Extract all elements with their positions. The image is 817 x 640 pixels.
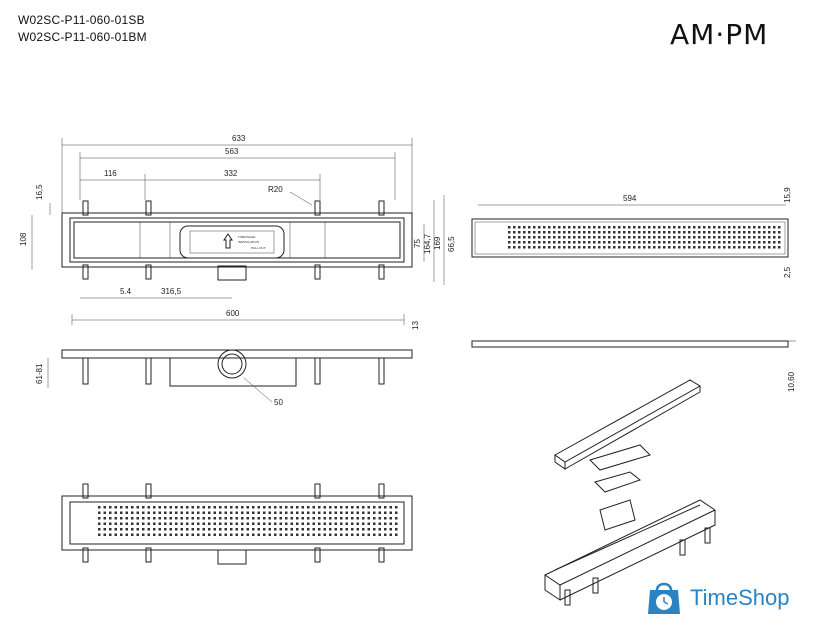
dim-10-60: 10,60 [787, 371, 796, 392]
dim-594: 594 [623, 194, 637, 203]
dim-600: 600 [226, 309, 240, 318]
dim-66-5: 66,5 [447, 236, 456, 252]
grate-top-view: 594 15,9 2,5 [471, 187, 792, 278]
exploded-isometric-view [543, 379, 717, 606]
assembled-grate-perforation [98, 506, 398, 536]
dim-13: 13 [411, 321, 420, 330]
dim-2-5: 2,5 [783, 266, 792, 278]
dim-164-7: 164,7 [423, 233, 432, 254]
dim-50: 50 [274, 398, 283, 407]
dim-116: 116 [104, 169, 117, 178]
dim-61-81: 61-81 [35, 363, 44, 384]
top-view: 633 563 116 332 R20 16,5 108 75 164,7 16… [19, 134, 456, 325]
grate-side-view: 10,60 [471, 340, 796, 392]
model-code-bm: W02SC-P11-060-01BM [18, 30, 147, 44]
plaque-line-3: PULL OUT [251, 246, 266, 250]
dim-108: 108 [19, 232, 28, 246]
timeshop-watermark: TimeShop [644, 580, 789, 616]
dim-332: 332 [224, 169, 238, 178]
side-view: 13 61-81 50 [35, 321, 420, 407]
dim-316-5: 316,5 [161, 287, 182, 296]
dim-563: 563 [225, 147, 239, 156]
model-code-sb: W02SC-P11-060-01SB [18, 13, 145, 27]
assembled-view [61, 483, 413, 565]
dim-633: 633 [232, 134, 246, 143]
grate-perforation [508, 226, 781, 249]
timeshop-brand: TimeShop [690, 585, 790, 610]
plaque-line-1: TÜRKISCHE [238, 235, 255, 239]
dim-169: 169 [433, 236, 442, 250]
brand-logo: AM·PM [670, 18, 769, 51]
dim-5-4: 5.4 [120, 287, 132, 296]
plaque-line-2: INSTALLATION [238, 240, 259, 244]
dim-r20: R20 [268, 185, 283, 194]
dim-15-9: 15,9 [783, 187, 792, 203]
dim-75: 75 [413, 239, 422, 248]
dim-16-5: 16,5 [35, 184, 44, 200]
shopping-bag-icon [648, 582, 680, 614]
